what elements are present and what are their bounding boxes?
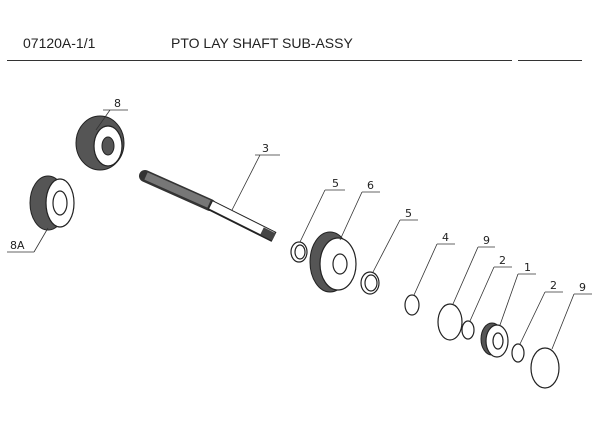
part-washer-5a[interactable]	[290, 241, 308, 263]
diagram-code: 07120A-1/1	[23, 35, 96, 51]
part-gear-6[interactable]	[309, 231, 357, 293]
callout-9a: 9	[483, 234, 490, 247]
part-ring-2b[interactable]	[511, 343, 525, 363]
part-circlip-4[interactable]	[404, 294, 420, 316]
callout-leaders	[7, 109, 592, 350]
part-shaft-3[interactable]	[139, 170, 277, 242]
callout-5b: 5	[405, 207, 412, 220]
callout-9b: 9	[579, 281, 586, 294]
part-gear-8[interactable]	[75, 115, 125, 171]
part-bearing-1[interactable]	[480, 322, 509, 358]
callout-2a: 2	[499, 254, 506, 267]
callout-3: 3	[262, 142, 269, 155]
callout-4: 4	[442, 231, 449, 244]
part-ring-2a[interactable]	[461, 320, 475, 340]
callout-6: 6	[367, 179, 374, 192]
callout-5a: 5	[332, 177, 339, 190]
callout-1: 1	[524, 261, 531, 274]
part-gear-8a[interactable]	[29, 175, 75, 231]
header-divider-right	[518, 60, 582, 61]
callout-8a: 8A	[10, 239, 25, 252]
callout-2b: 2	[550, 279, 557, 292]
callout-8: 8	[114, 97, 121, 110]
header-divider	[7, 60, 512, 61]
part-washer-5b[interactable]	[360, 271, 380, 295]
part-circlip-9a[interactable]	[437, 303, 463, 341]
diagram-title: PTO LAY SHAFT SUB-ASSY	[171, 35, 353, 51]
part-circlip-9b[interactable]	[530, 347, 560, 389]
